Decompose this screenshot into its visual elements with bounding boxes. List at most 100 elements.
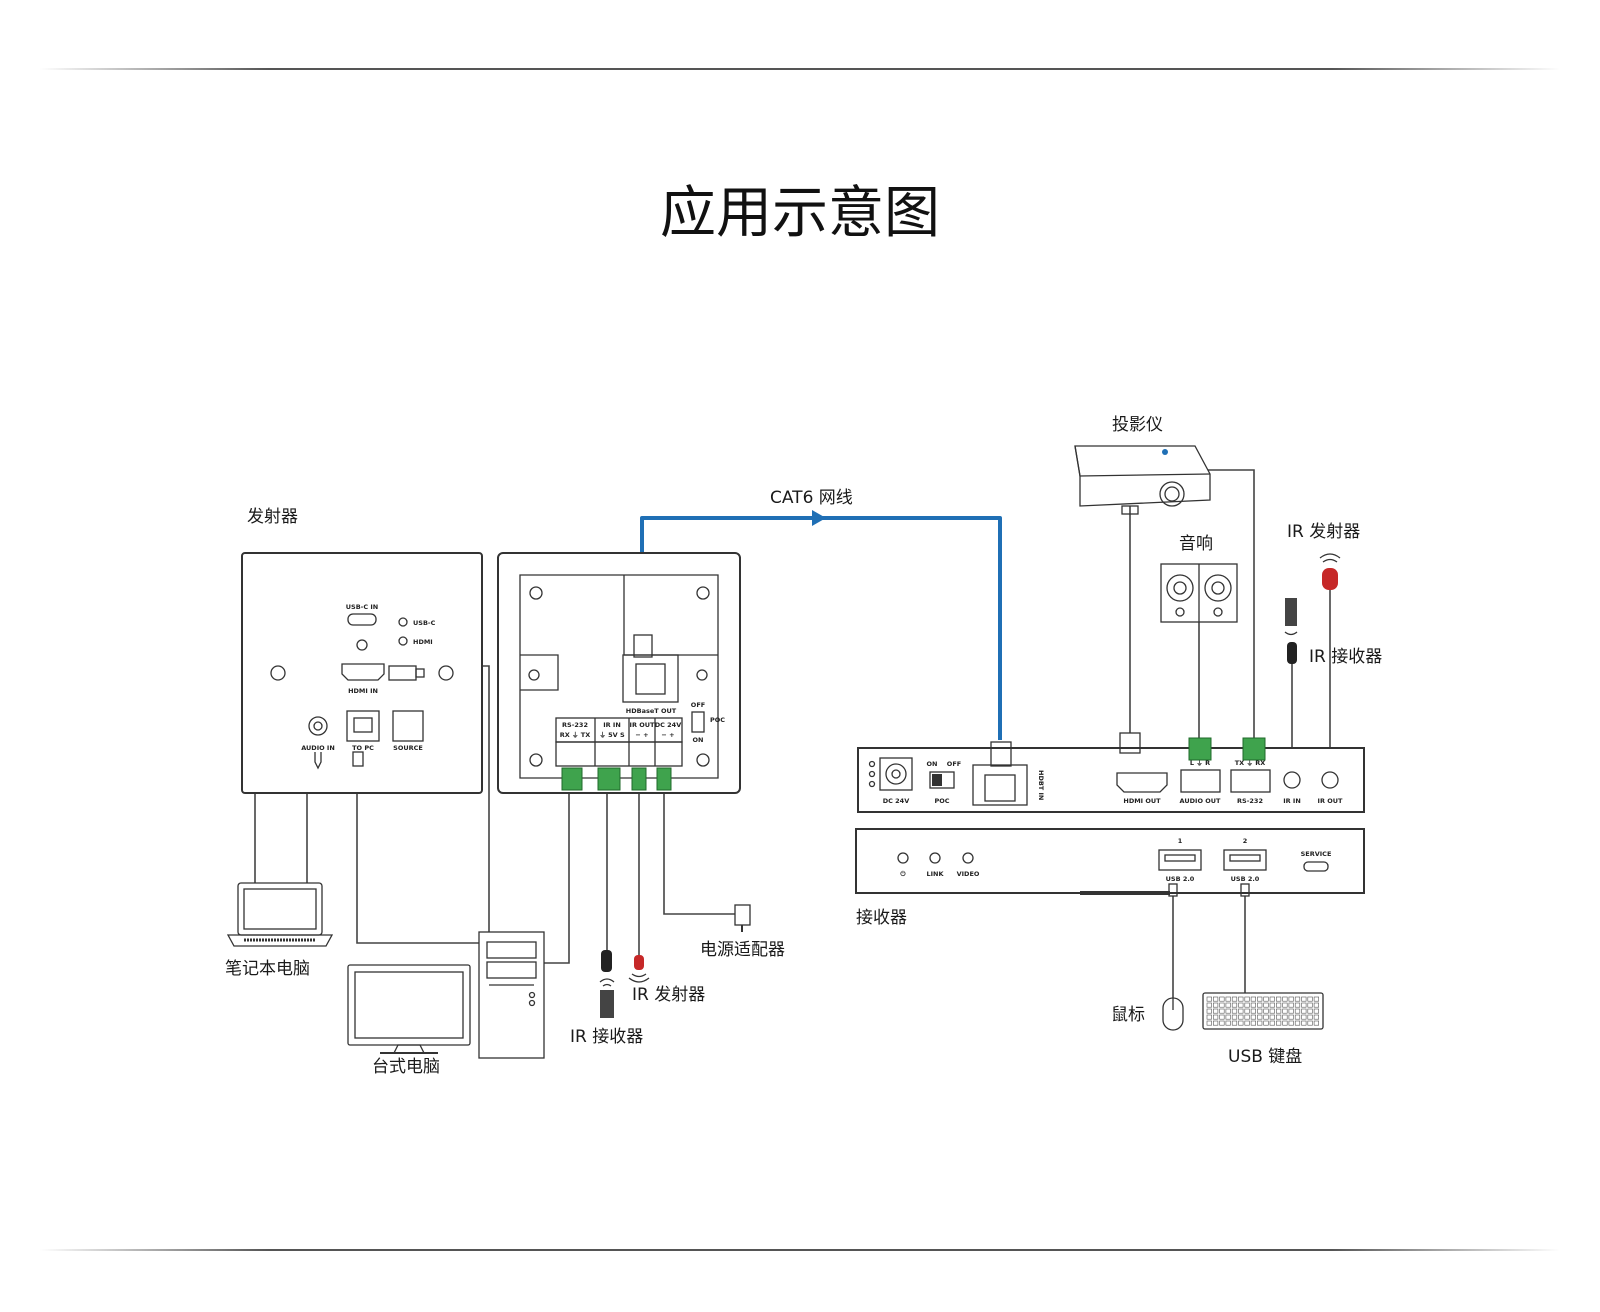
keyboard-key — [1238, 1002, 1244, 1008]
keyboard-key — [1282, 1014, 1288, 1020]
keyboard-key — [1269, 1014, 1275, 1020]
keyboard-key — [1231, 1008, 1238, 1014]
keyboard-key — [1238, 1014, 1244, 1020]
source-button[interactable] — [392, 710, 424, 742]
cable-rs232-desktop — [544, 790, 570, 964]
keyboard-key — [1219, 1020, 1225, 1026]
audio-out-port[interactable] — [1180, 769, 1221, 793]
keyboard-key — [1294, 1014, 1301, 1020]
keyboard-key — [1206, 1020, 1212, 1026]
video-label: VIDEO — [957, 870, 980, 878]
usb-port-2[interactable] — [1223, 849, 1267, 871]
link-led — [929, 852, 941, 864]
laptop-icon — [226, 882, 334, 947]
keyboard-key — [1294, 996, 1301, 1002]
tb-sockets — [555, 741, 683, 767]
rx-rs232-port[interactable] — [1230, 769, 1271, 793]
usb1-number: 1 — [1178, 837, 1183, 845]
receiver-label: 接收器 — [856, 908, 907, 928]
top-rule — [40, 68, 1560, 70]
audio-out-label: AUDIO OUT — [1180, 797, 1222, 805]
rx-poc-switch[interactable] — [929, 771, 955, 789]
rx-ir-in-jack[interactable] — [1283, 771, 1301, 789]
keyboard-key — [1307, 1020, 1313, 1026]
keyboard-key — [1250, 1008, 1256, 1014]
keyboard-key — [1244, 996, 1250, 1002]
usb1-label: USB 2.0 — [1166, 875, 1195, 883]
screw-icon-tr — [696, 586, 710, 600]
keyboard-key — [1225, 1008, 1231, 1014]
keyboard-key — [1301, 996, 1307, 1002]
hdbt-in-port[interactable] — [972, 764, 1028, 806]
speaker-label: 音响 — [1179, 534, 1213, 554]
rx-dc-label: DC 24V — [883, 797, 910, 805]
rx-front-box — [855, 828, 1365, 894]
rx-rs232-plug[interactable] — [1242, 737, 1266, 761]
audio-out-plug[interactable] — [1188, 737, 1212, 761]
keyboard-key — [1244, 1014, 1250, 1020]
dc-plug[interactable] — [656, 767, 672, 791]
rx-polarity-dot-1 — [868, 760, 876, 768]
usbc-led-label: USB-C — [413, 619, 436, 627]
laptop-label: 笔记本电脑 — [225, 959, 310, 979]
ir-receiver-left-label: IR 接收器 — [570, 1027, 643, 1047]
keyboard-key — [1238, 1020, 1244, 1026]
rx-on-label: ON — [927, 760, 938, 768]
ir-receiver-right-label: IR 接收器 — [1309, 647, 1382, 667]
tx-dc-label: DC 24V — [655, 721, 682, 729]
ir-in-plug[interactable] — [597, 767, 621, 791]
poc-switch[interactable] — [691, 711, 705, 733]
keyboard-key — [1206, 1014, 1212, 1020]
keyboard-keys — [1206, 996, 1319, 1026]
usb-c-port[interactable] — [347, 613, 377, 626]
rx-back-box — [857, 747, 1365, 813]
keyboard-key — [1288, 1002, 1294, 1008]
hdmi-in-label: HDMI IN — [348, 687, 378, 695]
rx-poc-label: POC — [934, 797, 949, 805]
hdmi-out-port[interactable] — [1116, 772, 1168, 793]
keyboard-key — [1282, 1020, 1288, 1026]
mouse-label: 鼠标 — [1111, 1005, 1145, 1025]
keyboard-key — [1231, 1014, 1238, 1020]
rx-ir-out-label: IR OUT — [1318, 797, 1343, 805]
rx-rs232-pins: TX ⏚ RX — [1235, 759, 1266, 767]
keyboard-key — [1307, 1008, 1313, 1014]
hdbaset-out-label: HDBaseT OUT — [626, 707, 677, 715]
keyboard-key — [1244, 1002, 1250, 1008]
to-pc-usb-b-port[interactable] — [346, 710, 380, 742]
keyboard-key — [1257, 1014, 1263, 1020]
keyboard-key — [1225, 996, 1231, 1002]
ir-out-plug[interactable] — [631, 767, 647, 791]
keyboard-key — [1313, 996, 1319, 1002]
rj45-plug-rx-icon — [990, 741, 1012, 767]
service-port[interactable] — [1303, 861, 1329, 872]
keyboard-key — [1257, 1008, 1263, 1014]
rx-ir-out-jack[interactable] — [1321, 771, 1339, 789]
usb-port-1[interactable] — [1158, 849, 1202, 871]
keyboard-key — [1263, 1014, 1269, 1020]
rx-dc-ring — [885, 763, 907, 785]
keyboard-key — [1250, 1020, 1256, 1026]
keyboard-key — [1269, 1008, 1275, 1014]
usb2-number: 2 — [1243, 837, 1248, 845]
desktop-label: 台式电脑 — [372, 1057, 440, 1077]
audio-in-jack[interactable] — [308, 716, 328, 736]
receiver-back-panel: DC 24V ON OFF POC HDBT IN HDMI OUT L ⏚ R… — [857, 732, 1365, 813]
page-title: 应用示意图 — [660, 181, 940, 246]
transmitter-back-panel: HDBaseT OUT OFF ON POC RS-232 RX ⏚ TX IR… — [497, 552, 741, 794]
keyboard-key — [1276, 1002, 1282, 1008]
rx-dc-jack[interactable] — [879, 757, 913, 791]
keyboard-key — [1282, 1002, 1288, 1008]
link-label: LINK — [926, 870, 944, 878]
keyboard-key — [1263, 1008, 1269, 1014]
hdmi-in-port[interactable] — [341, 663, 385, 681]
hdmi-led — [398, 636, 408, 646]
keyboard-key — [1294, 1008, 1301, 1014]
screw-icon-tl — [529, 586, 543, 600]
rs232-plug[interactable] — [561, 767, 583, 791]
usb-plug-mouse-icon — [1168, 883, 1178, 897]
usb2-label: USB 2.0 — [1231, 875, 1260, 883]
hdbaset-out-port[interactable] — [622, 654, 679, 703]
